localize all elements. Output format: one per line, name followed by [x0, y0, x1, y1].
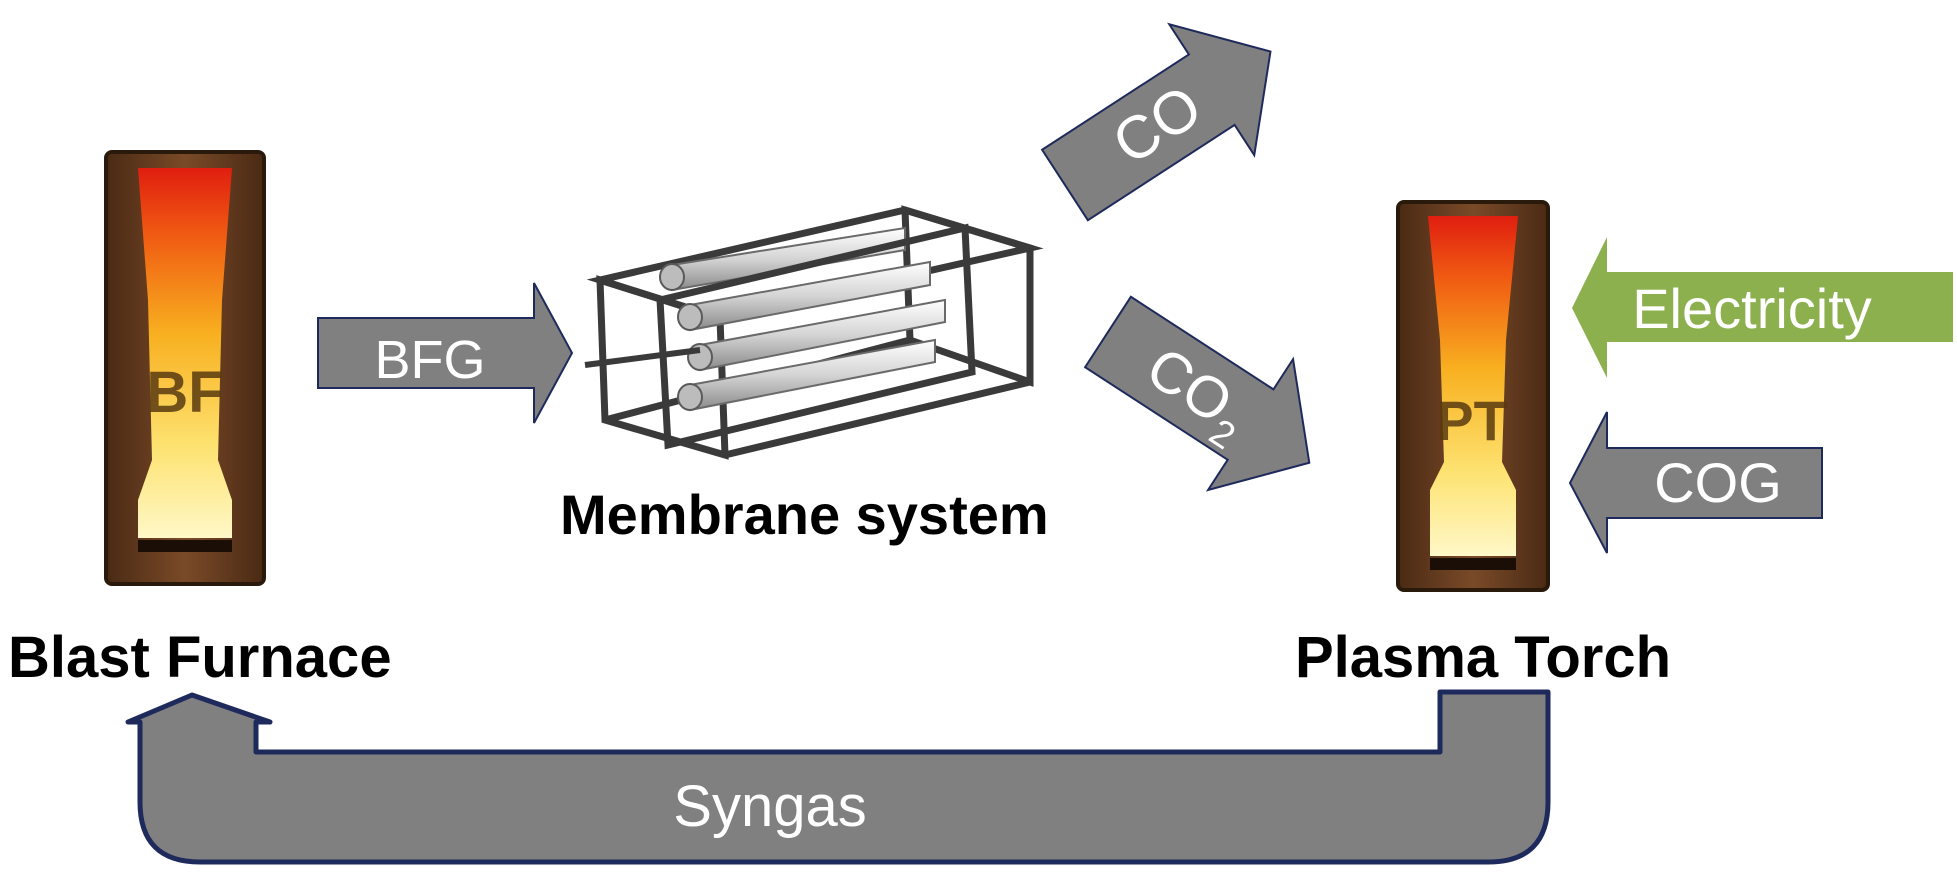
syngas-label: Syngas — [673, 774, 866, 839]
electricity-flow-arrow: Electricity — [1572, 237, 1953, 378]
bfg-flow-arrow: BFG — [317, 282, 574, 424]
membrane-tube — [677, 260, 931, 332]
pt-abbrev-label: PT — [1436, 389, 1508, 452]
cog-flow-arrow: COG — [1568, 411, 1823, 554]
electricity-label: Electricity — [1632, 277, 1872, 340]
syngas-flow-arrow: Syngas — [125, 689, 1551, 865]
membrane-system-icon — [584, 205, 1044, 460]
bfg-label: BFG — [374, 330, 485, 390]
plasma-torch-label: Plasma Torch — [1295, 625, 1671, 690]
cog-label: COG — [1654, 451, 1782, 514]
co-flow-arrow: CO — [1040, 22, 1272, 222]
membrane-tube — [677, 338, 936, 412]
blast-furnace-label: Blast Furnace — [8, 625, 392, 690]
plasma-torch-reactor: PT — [1396, 200, 1550, 592]
membrane-system-label: Membrane system — [560, 483, 1049, 546]
co2-flow-arrow: CO2 — [1083, 295, 1311, 492]
bf-abbrev-label: BF — [146, 360, 223, 425]
membrane-tube — [659, 226, 906, 292]
blast-furnace-reactor: BF — [104, 150, 266, 586]
